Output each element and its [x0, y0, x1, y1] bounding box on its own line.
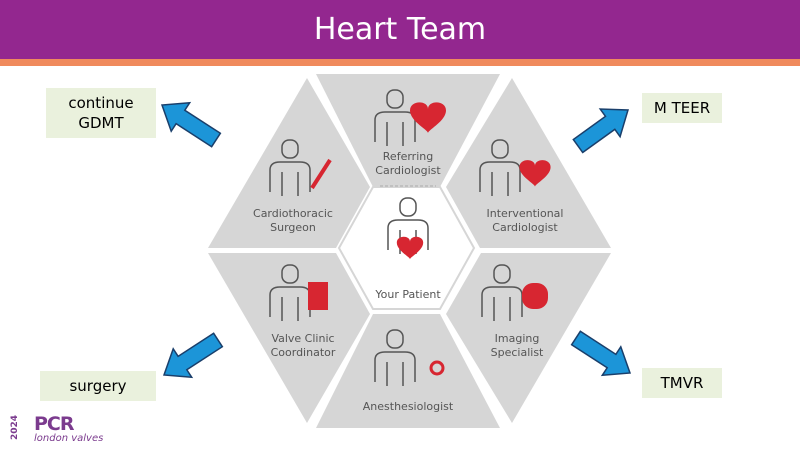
label-anesthesiologist: Anesthesiologist: [363, 400, 454, 413]
label-valve-clinic-1: Valve Clinic: [271, 332, 334, 345]
logo-year: 2024: [10, 414, 20, 440]
title-bar: [0, 0, 800, 59]
label-interventional-1: Interventional: [487, 207, 564, 220]
panel-imaging: [446, 253, 611, 423]
label-valve-clinic-2: Coordinator: [271, 346, 336, 359]
role-figures: [269, 89, 551, 386]
clipboard-icon: [308, 282, 328, 310]
label-referring-1: Referring: [383, 150, 433, 163]
panel-valve-clinic: [208, 253, 370, 423]
heart-icon: [410, 102, 446, 133]
label-imaging-2: Specialist: [491, 346, 544, 359]
arrow-continue-gdmt: [160, 101, 222, 148]
label-surgeon-2: Surgeon: [270, 221, 316, 234]
label-imaging-1: Imaging: [495, 332, 540, 345]
patient-heart-icon: [396, 236, 424, 260]
imaging-specialist-figure: [481, 264, 523, 321]
label-surgeon-1: Cardiothoracic: [253, 207, 333, 220]
label-interventional-2: Cardiologist: [492, 221, 558, 234]
label-patient: Your Patient: [374, 288, 441, 301]
scalpel-icon: [310, 158, 332, 190]
panel-anesthesiologist: [316, 314, 500, 428]
cardiothoracic-surgeon-figure: [269, 139, 311, 196]
arrow-surgery: [162, 332, 224, 379]
option-m-teer: M TEER: [642, 93, 722, 123]
option-continue-gdmt: continue GDMT: [46, 88, 156, 138]
title-accent-stripe: [0, 59, 800, 66]
anesthesia-tube-icon: [429, 360, 445, 376]
logo-event: london valves: [34, 433, 104, 444]
anesthesiologist-figure: [374, 329, 416, 386]
logo-brand: PCR: [34, 413, 74, 435]
diagram-panels: [208, 74, 611, 428]
slide-title: Heart Team: [313, 12, 487, 47]
option-surgery: surgery: [40, 371, 156, 401]
option-arrows: [160, 101, 632, 379]
scanner-icon: [522, 283, 548, 309]
arrow-m-teer: [572, 108, 629, 154]
label-referring-2: Cardiologist: [375, 164, 441, 177]
option-tmvr: TMVR: [642, 368, 722, 398]
panel-surgeon: [208, 78, 370, 248]
arrow-tmvr: [570, 330, 632, 377]
heart-valve-icon: [519, 160, 551, 187]
panel-referring: [316, 74, 500, 187]
